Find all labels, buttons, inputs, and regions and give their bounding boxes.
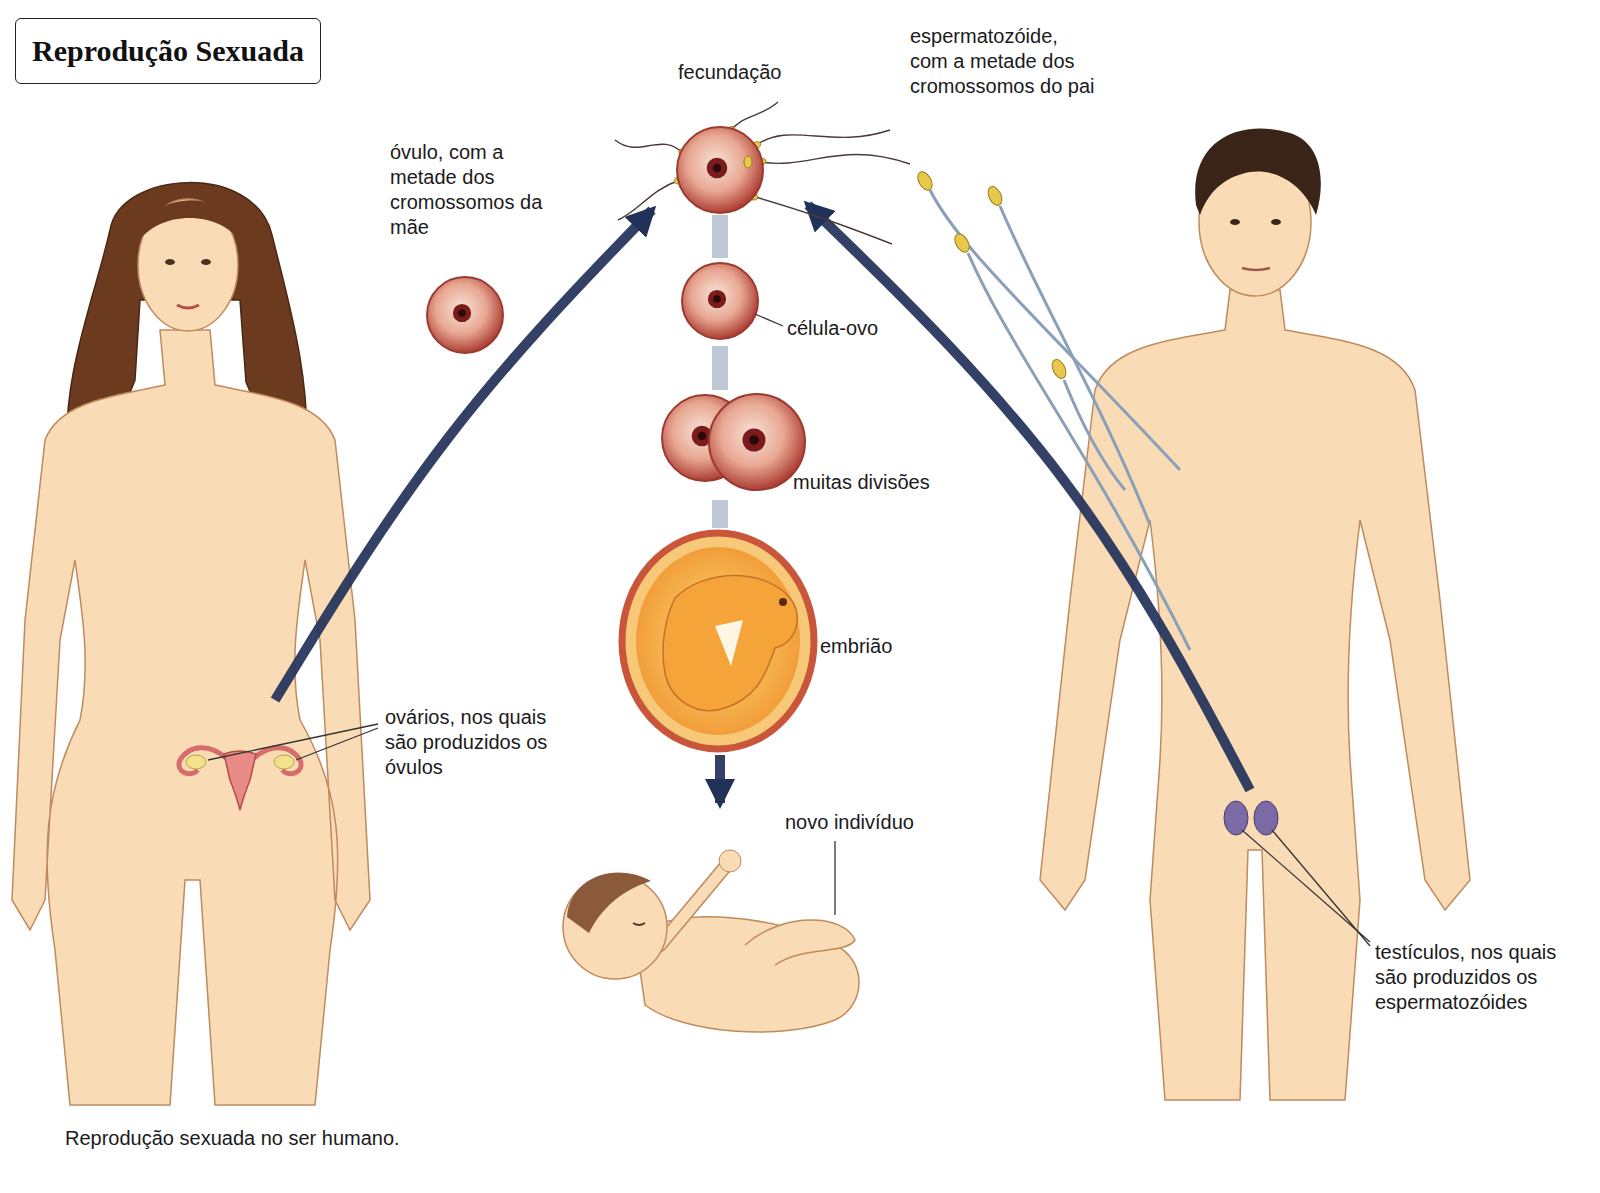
leader-line: [1272, 830, 1370, 946]
testis-node: testículos, nos quais são produzidos os …: [1170, 790, 1580, 1035]
cell-nucleolus: [698, 432, 707, 441]
cell-nucleus: [708, 290, 726, 308]
baby-hand: [719, 850, 741, 872]
node-label: fecundação: [678, 60, 800, 85]
baby-arm: [660, 867, 725, 945]
cell-nucleolus: [713, 295, 721, 303]
uterus-tube: [179, 748, 226, 774]
sperm-tail: [1064, 380, 1125, 490]
baby-eye: [633, 923, 645, 925]
title-text: Reprodução Sexuada: [32, 33, 304, 69]
flow-arrow: [715, 755, 725, 803]
fertilization-node: fecundação: [660, 58, 800, 215]
cell-shape: [709, 394, 805, 490]
man-hair: [1195, 128, 1321, 215]
woman-mouth: [177, 305, 199, 308]
sperm-tail: [760, 154, 910, 164]
sperm-tail: [755, 130, 890, 146]
man-eye: [1271, 219, 1281, 225]
node-label: ovários, nos quais são produzidos os óvu…: [385, 705, 580, 780]
ovum-node: óvulo, com a metade dos cromossomos da m…: [385, 135, 550, 360]
sperm-head: [952, 231, 972, 254]
node-label: óvulo, com a metade dos cromossomos da m…: [390, 140, 548, 240]
embryo-eye: [779, 598, 787, 606]
uterus: [224, 751, 256, 810]
flow-arrow: [275, 210, 652, 700]
woman-fringe: [136, 200, 242, 245]
leader-line: [208, 724, 378, 760]
node-label: muitas divisões: [793, 470, 943, 495]
sperm-tail: [615, 140, 684, 154]
node-shape: [545, 805, 935, 1040]
woman-body: [12, 330, 370, 1105]
testis: [1224, 801, 1248, 835]
sperm-tail: [730, 102, 778, 132]
division-node: muitas divisões: [655, 390, 945, 500]
baby-arm: [660, 867, 725, 945]
node-label: célula-ovo: [787, 316, 889, 341]
cell-nucleus: [742, 428, 765, 451]
woman-eye: [201, 259, 211, 265]
node-label: espermatozóide, com a metade dos cromoss…: [910, 24, 1095, 99]
baby-hair: [567, 872, 651, 933]
baby-node: novo indivíduo: [545, 805, 935, 1040]
leader-line: [296, 728, 378, 760]
testis: [1254, 801, 1278, 835]
flow-band: [712, 215, 728, 258]
flow-band: [712, 500, 728, 528]
embryo-node: embrião: [615, 528, 905, 755]
cell-shape: [682, 263, 758, 339]
uterus-tube: [254, 748, 301, 774]
cell-shape: [427, 277, 503, 353]
embryo-sac: [622, 533, 814, 749]
node-label: testículos, nos quais são produzidos os …: [1375, 940, 1575, 1015]
cell-nucleolus: [749, 435, 759, 445]
baby-leg: [745, 920, 855, 965]
sperm-head: [1049, 357, 1068, 380]
sperm-tail: [618, 180, 680, 220]
man-mouth: [1242, 268, 1270, 270]
ovary-node: ovários, nos quais são produzidos os óvu…: [150, 700, 580, 805]
leader-line: [834, 841, 835, 915]
sperm-cells: [915, 169, 1190, 650]
node-label: novo indivíduo: [785, 810, 935, 835]
sperm-head: [915, 169, 935, 192]
woman-figure: [12, 183, 370, 1105]
cell-nucleolus: [458, 309, 466, 317]
flow-arrow: [808, 205, 1250, 790]
cell-nucleus: [707, 158, 728, 179]
sperm-tail: [968, 253, 1190, 650]
egg-cell-node: célula-ovo: [675, 258, 890, 346]
ovary: [274, 755, 294, 769]
title-box: Reprodução Sexuada: [15, 18, 321, 84]
cell-nucleus: [453, 304, 471, 322]
caption-text: Reprodução sexuada no ser humano.: [65, 1126, 400, 1151]
man-eye: [1230, 219, 1240, 225]
sperm-node: espermatozóide, com a metade dos cromoss…: [905, 22, 1097, 162]
node-label: embrião: [820, 634, 905, 659]
leader-line: [1242, 830, 1370, 942]
sperm-tail: [752, 196, 892, 244]
sperm-tail: [930, 190, 1180, 470]
sperm-head: [744, 156, 752, 168]
sperm-head: [985, 184, 1004, 207]
flow-band: [712, 346, 728, 390]
cell-nucleolus: [713, 164, 722, 173]
sperm-tail: [1000, 206, 1150, 525]
woman-eye: [165, 259, 175, 265]
leader-line: [755, 314, 783, 326]
embryo-fold: [715, 620, 743, 666]
embryo: [663, 576, 797, 711]
embryo-sac-inner: [636, 547, 800, 735]
ovary: [186, 755, 206, 769]
cell-shape: [677, 127, 763, 213]
